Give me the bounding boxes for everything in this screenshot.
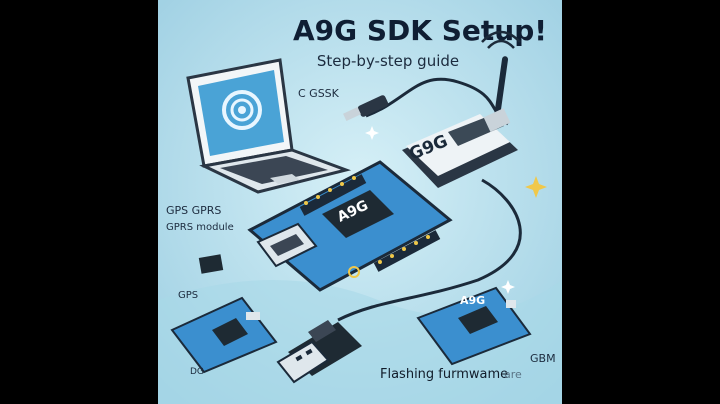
usb-plug-icon (276, 320, 362, 384)
flashing-firmware-tail: are (504, 368, 522, 381)
gps-gprs-label: GPS GPRS (166, 204, 221, 217)
a9g-module-board: A9G (247, 160, 453, 292)
antenna-icon (481, 30, 521, 120)
dg-label: DG (190, 367, 204, 377)
c-sdk-label: C GSSK (298, 87, 340, 100)
flashing-firmware-label: Flashing furmwame (380, 367, 508, 382)
title: A9G SDK Setup! (293, 14, 547, 47)
gsm-board: A9G GBM (416, 286, 556, 366)
subtitle: Step-by-step guide (317, 52, 459, 70)
gsm-label: GBM (530, 352, 556, 365)
sparkle-icons (365, 126, 547, 294)
gps-label: GPS (178, 290, 198, 301)
small-board-chip-label: A9G (460, 294, 485, 307)
gps-board: DG (170, 296, 278, 377)
laptop-icon (186, 58, 352, 194)
a9g-illustration: A9G SDK Setup! Step-by-step guide C GSSK (158, 0, 562, 404)
gprs-module-label: GPRS module (166, 222, 234, 233)
small-chip-icon (198, 254, 224, 274)
usb-connector-top (343, 95, 389, 122)
